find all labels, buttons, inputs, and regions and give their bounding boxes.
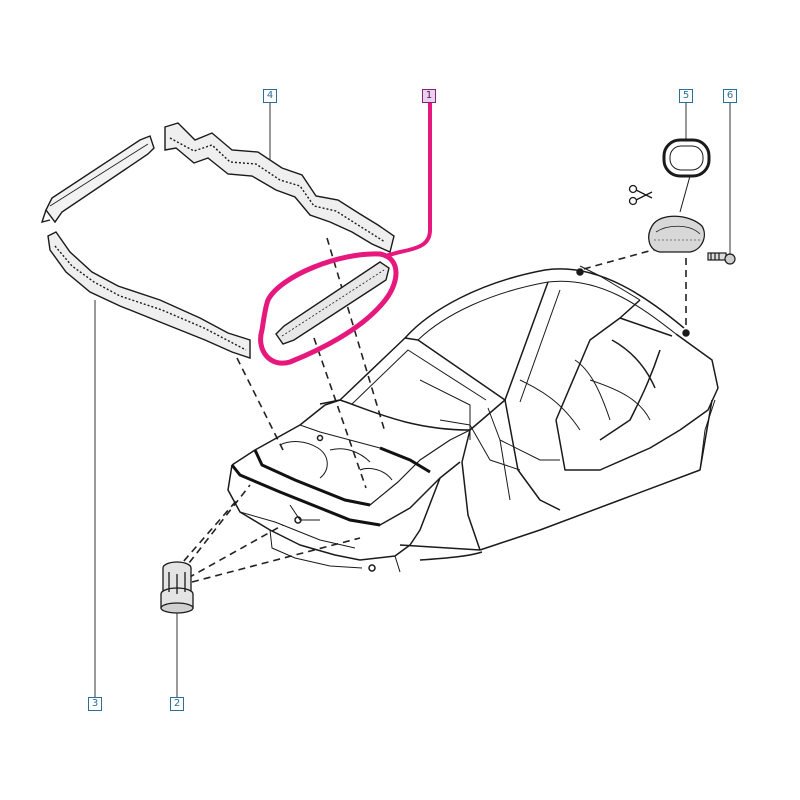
- callout-6: 6: [723, 89, 737, 103]
- callout-5: 5: [679, 89, 693, 103]
- part-short-seal-strip: [40, 135, 155, 224]
- scissors-icon: [628, 184, 653, 206]
- part-4-upper-seal: [164, 122, 395, 253]
- callout-2: 2: [170, 697, 184, 711]
- part-2-plug: [160, 561, 194, 614]
- assembly-lines: [175, 237, 687, 583]
- part-5-seal-ring: [662, 138, 711, 213]
- part-1-highlighted-seal: [258, 103, 432, 366]
- callout-1: 1: [422, 89, 436, 103]
- installed-seal-outlines: [230, 446, 431, 527]
- part-6-screw: [707, 252, 736, 265]
- part-fuel-flap: [648, 215, 705, 253]
- callout-3: 3: [88, 697, 102, 711]
- leader-lines: [94, 103, 731, 697]
- callout-4: 4: [263, 89, 277, 103]
- part-3-lower-seal: [47, 231, 251, 359]
- car-body-shell: [227, 265, 719, 573]
